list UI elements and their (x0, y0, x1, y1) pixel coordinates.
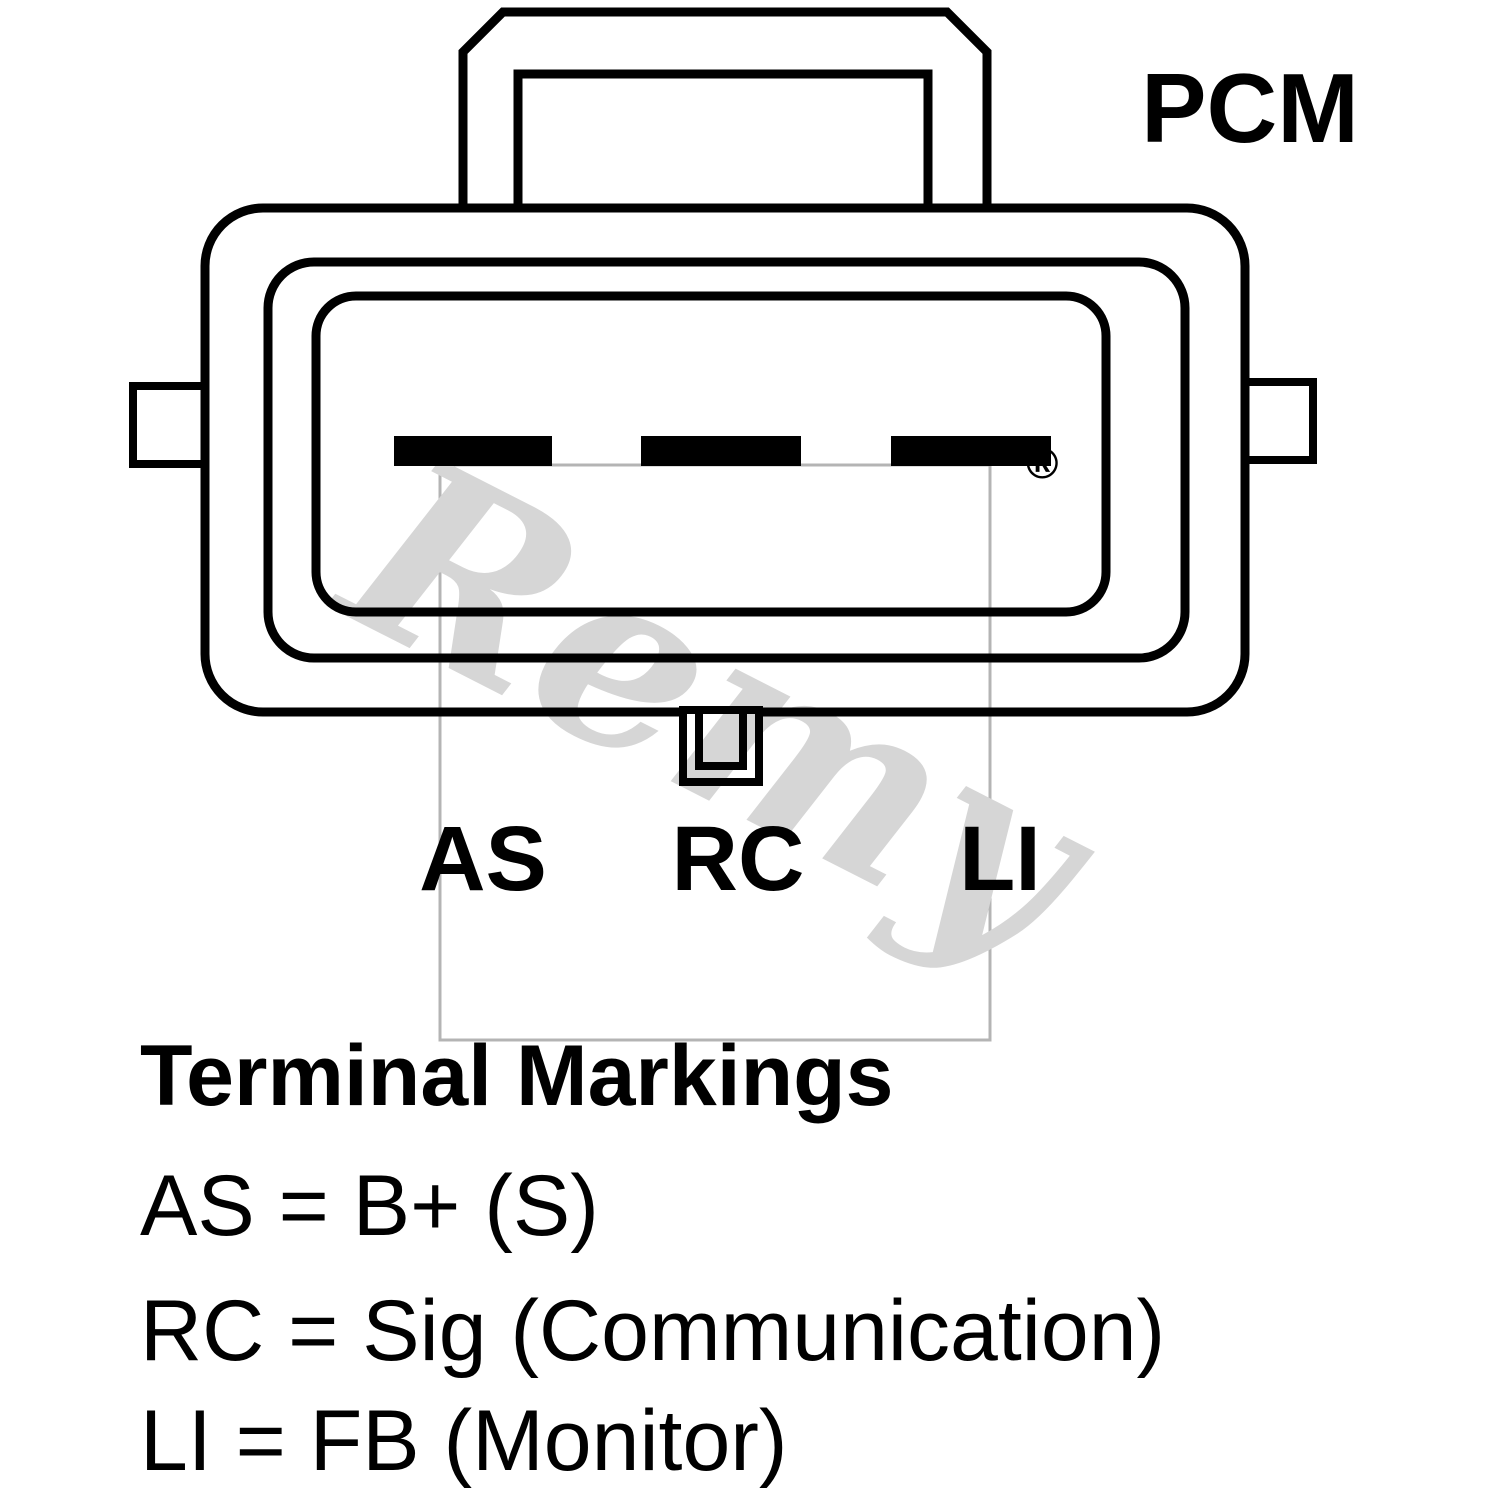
connector-side-tab-right (1237, 378, 1317, 464)
registered-mark: ® (1026, 439, 1058, 488)
connector-side-tab-left (129, 382, 213, 468)
legend-entry-as: AS = B+ (S) (140, 1158, 599, 1254)
pcm-label: PCM (1141, 53, 1359, 163)
terminal-label-li: LI (959, 808, 1041, 910)
legend-entry-rc: RC = Sig (Communication) (140, 1283, 1165, 1379)
connector-bottom-tab-inner (695, 706, 747, 770)
legend-entry-li: LI = FB (Monitor) (140, 1393, 788, 1489)
terminal-label-as: AS (419, 808, 547, 910)
connector-latch-inner (513, 69, 933, 221)
terminal-label-rc: RC (672, 808, 805, 910)
terminal-slot-rc (641, 436, 801, 466)
terminal-slot-as (394, 436, 552, 466)
legend-title: Terminal Markings (140, 1028, 894, 1124)
watermark-box (438, 463, 992, 1042)
terminal-slot-li (891, 436, 1051, 466)
